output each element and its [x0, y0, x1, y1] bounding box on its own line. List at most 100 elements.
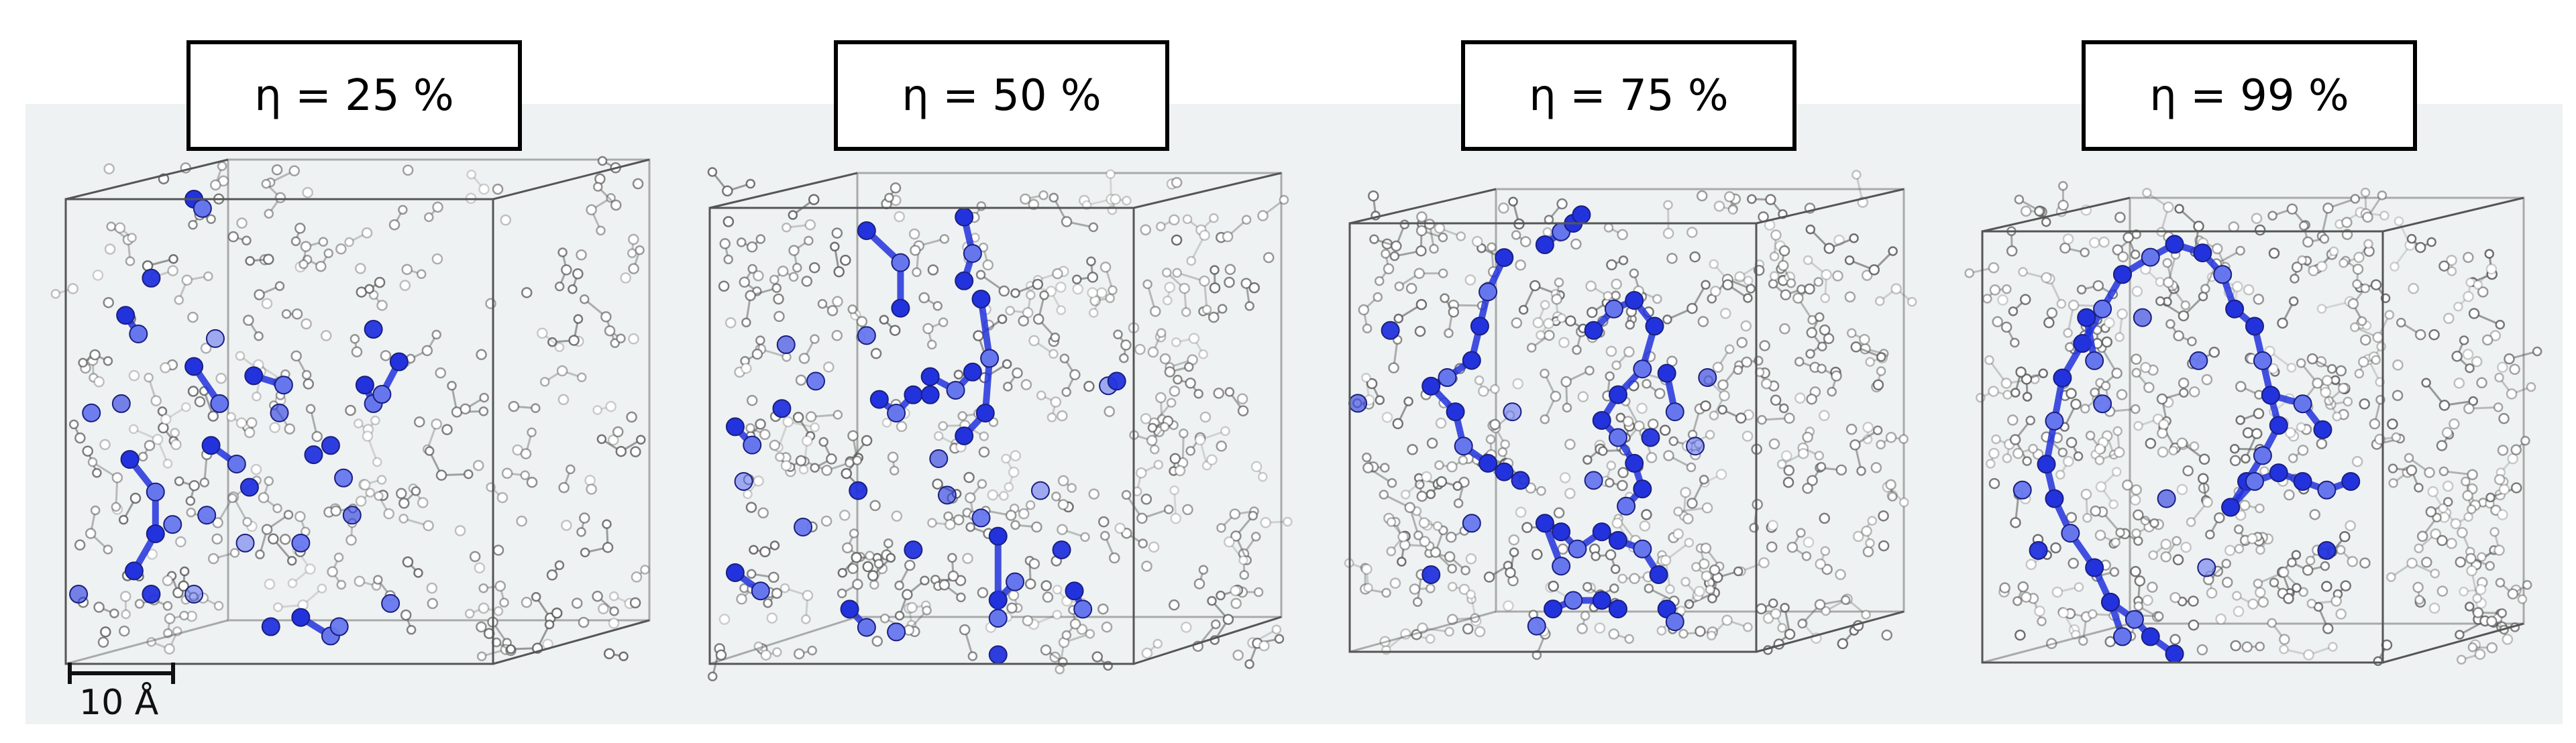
- isolated-atom: [2317, 540, 2337, 560]
- cluster-atom: [2165, 235, 2184, 254]
- atom: [2324, 396, 2334, 406]
- atom: [1362, 323, 1373, 334]
- atom: [1508, 196, 1518, 207]
- atom: [1400, 490, 1411, 500]
- atom: [129, 492, 142, 504]
- atom: [2357, 316, 2367, 327]
- atom: [1148, 541, 1160, 553]
- atom: [1769, 271, 1780, 281]
- hydrogen-bond: [92, 461, 118, 479]
- atom: [1849, 439, 1861, 451]
- cluster-atom: [1592, 591, 1611, 610]
- atom: [551, 607, 563, 619]
- atom: [302, 186, 313, 198]
- atom: [281, 308, 292, 319]
- isolated-atom: [142, 268, 161, 288]
- atom: [1719, 390, 1730, 402]
- atom: [2377, 190, 2387, 201]
- atom: [1110, 193, 1121, 205]
- atom: [2424, 467, 2435, 478]
- atom: [810, 422, 820, 433]
- atom: [317, 583, 327, 593]
- atom: [608, 591, 619, 602]
- atom: [2451, 351, 2463, 362]
- atom: [1113, 329, 1123, 339]
- atom: [963, 471, 975, 483]
- atom: [2133, 509, 2144, 521]
- atom: [2142, 188, 2152, 198]
- atom: [557, 394, 570, 406]
- isolated-atom: [381, 593, 400, 613]
- atom: [1672, 528, 1684, 540]
- atom: [478, 602, 490, 614]
- atom: [2430, 569, 2440, 579]
- atom: [1844, 291, 1856, 302]
- box-front-face: [64, 198, 494, 665]
- atom: [2160, 538, 2172, 550]
- atom: [179, 566, 190, 577]
- atom: [1548, 580, 1559, 592]
- atom: [189, 479, 200, 492]
- atom: [1432, 521, 1443, 531]
- atom: [1487, 242, 1497, 252]
- atom: [982, 259, 994, 271]
- atom: [90, 505, 101, 516]
- atom: [606, 193, 616, 203]
- atom: [2253, 294, 2265, 305]
- atom: [2232, 591, 2242, 601]
- atom: [431, 418, 442, 430]
- atom: [1691, 562, 1701, 572]
- atom: [402, 556, 414, 568]
- atom: [1564, 488, 1576, 500]
- atom: [2414, 483, 2424, 493]
- atom: [1374, 276, 1385, 286]
- cluster-atom: [244, 366, 264, 386]
- cluster-atom: [1608, 428, 1627, 447]
- atom: [998, 285, 1010, 297]
- atom: [1170, 512, 1181, 524]
- atom: [1369, 234, 1379, 245]
- atom: [1622, 416, 1634, 427]
- atom: [2493, 545, 2505, 556]
- cluster-atom: [988, 609, 1008, 628]
- atom: [1122, 196, 1132, 206]
- atom: [1660, 555, 1672, 566]
- atom: [2466, 483, 2478, 495]
- box-edge: [65, 158, 229, 201]
- atom: [1404, 502, 1415, 514]
- atom: [2073, 451, 2084, 461]
- atom: [1806, 327, 1818, 339]
- atom: [1108, 285, 1118, 295]
- atom: [832, 296, 843, 307]
- atom: [1164, 366, 1176, 378]
- atom: [1709, 259, 1719, 270]
- atom: [2131, 528, 2141, 538]
- atom: [1988, 262, 2000, 274]
- atom: [1733, 566, 1743, 577]
- atom: [1849, 233, 1859, 243]
- atom: [2211, 243, 2223, 255]
- atom: [2000, 378, 2012, 389]
- atom: [1085, 628, 1095, 639]
- atom: [383, 508, 394, 520]
- atom: [2504, 353, 2515, 365]
- atom: [2376, 341, 2386, 352]
- atom: [431, 253, 443, 265]
- cluster-atom: [1608, 385, 1627, 404]
- atom: [629, 597, 641, 609]
- atom: [810, 463, 820, 473]
- atom: [1387, 478, 1397, 488]
- atom: [288, 165, 301, 176]
- cluster-atom: [2101, 592, 2121, 612]
- box-edge: [2382, 622, 2524, 664]
- atom: [782, 352, 792, 362]
- atom: [254, 331, 264, 341]
- atom: [421, 345, 433, 357]
- atom: [1991, 434, 2001, 445]
- atom: [1666, 253, 1678, 264]
- atom: [1361, 373, 1371, 383]
- atom: [170, 428, 180, 438]
- atom: [1105, 293, 1115, 303]
- atom: [1140, 413, 1152, 424]
- atom: [2056, 298, 2067, 309]
